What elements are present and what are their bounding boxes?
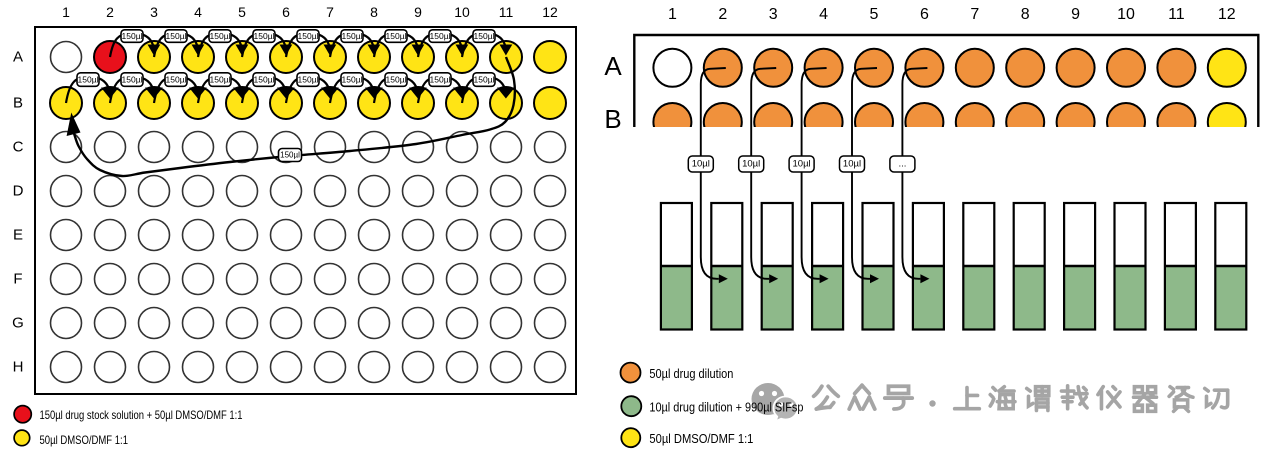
svg-text:5: 5 — [238, 4, 246, 20]
svg-text:1: 1 — [62, 4, 70, 20]
svg-text:150µl: 150µl — [386, 31, 407, 41]
svg-text:150µl: 150µl — [342, 31, 363, 41]
svg-text:10µl: 10µl — [692, 159, 710, 170]
svg-text:150µl drug stock solution + 50: 150µl drug stock solution + 50µl DMSO/DM… — [40, 408, 243, 422]
svg-text:1: 1 — [668, 6, 677, 23]
svg-text:D: D — [13, 183, 24, 200]
svg-text:10: 10 — [454, 4, 470, 20]
svg-text:150µl: 150µl — [254, 31, 275, 41]
svg-text:8: 8 — [370, 4, 378, 20]
svg-text:2: 2 — [718, 6, 727, 23]
svg-text:150µl: 150µl — [298, 31, 319, 41]
svg-text:150µl: 150µl — [298, 75, 319, 85]
svg-text:3: 3 — [150, 4, 158, 20]
svg-text:9: 9 — [414, 4, 422, 20]
svg-text:4: 4 — [819, 6, 828, 23]
svg-text:7: 7 — [970, 6, 979, 23]
svg-text:150µl: 150µl — [474, 75, 495, 85]
svg-text:B: B — [604, 104, 621, 134]
svg-text:11: 11 — [1168, 6, 1185, 23]
svg-text:10µl: 10µl — [843, 159, 861, 170]
svg-text:10µl: 10µl — [793, 159, 811, 170]
svg-text:150µl: 150µl — [430, 75, 451, 85]
svg-text:H: H — [13, 359, 24, 376]
svg-text:150µl: 150µl — [386, 75, 407, 85]
svg-text:B: B — [13, 95, 23, 112]
svg-text:4: 4 — [194, 4, 202, 20]
svg-text:150µl: 150µl — [78, 75, 99, 85]
svg-text:10: 10 — [1117, 6, 1135, 23]
svg-text:6: 6 — [920, 6, 929, 23]
svg-text:3: 3 — [769, 6, 778, 23]
svg-text:150µl: 150µl — [342, 75, 363, 85]
svg-text:10µl drug dilution + 990µl SIF: 10µl drug dilution + 990µl SIFsp — [649, 400, 803, 415]
svg-text:F: F — [13, 271, 22, 288]
svg-text:50µl drug dilution: 50µl drug dilution — [649, 366, 733, 381]
svg-text:150µl: 150µl — [122, 31, 143, 41]
svg-text:150µl: 150µl — [210, 75, 231, 85]
svg-text:11: 11 — [499, 4, 514, 20]
svg-text:50µl DMSO/DMF 1:1: 50µl DMSO/DMF 1:1 — [649, 431, 753, 446]
svg-text:150µl: 150µl — [166, 75, 187, 85]
svg-text:50µl DMSO/DMF 1:1: 50µl DMSO/DMF 1:1 — [40, 433, 129, 447]
svg-text:150µl: 150µl — [210, 31, 231, 41]
svg-text:150µl: 150µl — [474, 31, 495, 41]
svg-text:7: 7 — [326, 4, 334, 20]
svg-text:150µl: 150µl — [254, 75, 275, 85]
svg-text:150µl: 150µl — [122, 75, 143, 85]
svg-text:E: E — [13, 227, 23, 244]
svg-text:8: 8 — [1021, 6, 1030, 23]
svg-text:150µl: 150µl — [280, 151, 300, 160]
svg-text:12: 12 — [542, 4, 558, 20]
svg-text:A: A — [604, 51, 622, 81]
svg-text:150µl: 150µl — [166, 31, 187, 41]
svg-text:9: 9 — [1071, 6, 1080, 23]
svg-text:150µl: 150µl — [430, 31, 451, 41]
svg-text:G: G — [12, 315, 24, 332]
svg-text:C: C — [13, 139, 24, 156]
svg-text:2: 2 — [106, 4, 114, 20]
svg-text:6: 6 — [282, 4, 290, 20]
svg-text:12: 12 — [1218, 6, 1236, 23]
svg-text:10µl: 10µl — [742, 159, 760, 170]
svg-text:5: 5 — [870, 6, 879, 23]
svg-text:...: ... — [898, 159, 906, 170]
svg-text:A: A — [13, 49, 23, 66]
